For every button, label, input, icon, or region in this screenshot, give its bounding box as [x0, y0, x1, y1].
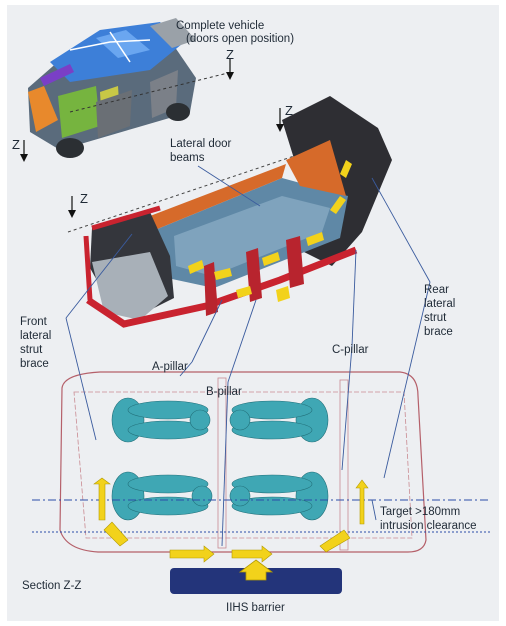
label-rear-strut-2: lateral: [424, 298, 456, 310]
label-front-strut-1: Front: [20, 316, 47, 328]
section-line-body: [67, 149, 313, 233]
section-line-vehicle: [69, 71, 233, 113]
leader-lines: [65, 165, 431, 547]
label-rear-strut-3: strut: [424, 312, 447, 324]
label-front-strut-2: lateral: [20, 330, 52, 342]
label-complete-vehicle: Complete vehicle: [176, 20, 265, 32]
label-target-1: Target >180mm: [380, 506, 461, 518]
label-rear-strut-1: Rear: [424, 284, 449, 296]
body-structure-illustration: [67, 96, 392, 328]
label-front-strut-4: brace: [20, 358, 49, 370]
iihs-barrier: [170, 568, 342, 594]
label-z-body-left: Z: [80, 191, 88, 206]
label-c-pillar: C-pillar: [332, 344, 369, 356]
section-zz-plan: [32, 371, 490, 563]
label-doors-open: (doors open position): [186, 33, 295, 45]
label-front-strut-3: strut: [20, 344, 43, 356]
label-section-zz: Section Z-Z: [22, 580, 82, 592]
label-z-vehicle-right: Z: [226, 47, 234, 62]
label-b-pillar: B-pillar: [206, 386, 242, 398]
complete-vehicle-illustration: [28, 18, 196, 158]
label-a-pillar: A-pillar: [152, 361, 188, 373]
barrier-impact-arrow: [238, 559, 274, 581]
label-rear-strut-4: brace: [424, 326, 453, 338]
label-lateral-door-beams-1: Lateral door: [170, 138, 232, 150]
label-z-vehicle-left: Z: [12, 137, 20, 152]
label-z-body-right: Z: [285, 103, 293, 118]
label-lateral-door-beams-2: beams: [170, 152, 205, 164]
label-iihs-barrier: IIHS barrier: [226, 602, 285, 614]
label-target-2: intrusion clearance: [380, 520, 477, 532]
